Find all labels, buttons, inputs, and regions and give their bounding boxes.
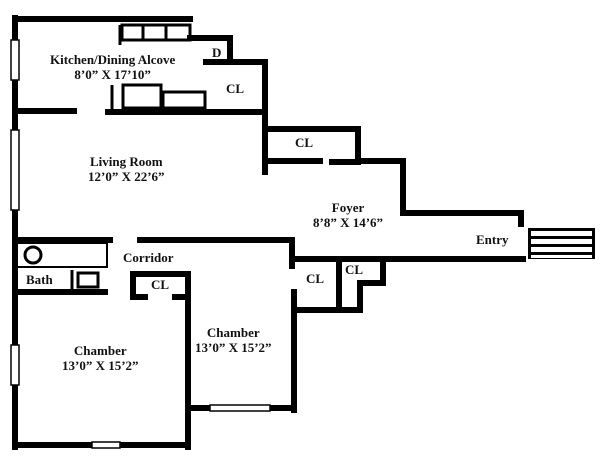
window	[10, 39, 20, 81]
label-bath: Bath	[26, 272, 53, 287]
wall-closets-entry	[289, 256, 386, 313]
wall-foyer	[355, 158, 524, 227]
wall-kitchen-right	[187, 35, 268, 175]
window	[10, 344, 20, 386]
label-closet: CL	[345, 262, 364, 277]
label-entry: Entry	[476, 232, 509, 247]
label-closet: CL	[295, 135, 314, 150]
label-dishwasher: D	[212, 45, 222, 60]
window	[10, 129, 20, 211]
kitchen-counter-top	[120, 23, 192, 42]
label-closet: CL	[151, 277, 170, 292]
label-closet: CL	[226, 81, 245, 96]
label-closet: CL	[306, 271, 325, 286]
toilet	[76, 271, 100, 289]
label-corridor: Corridor	[123, 250, 174, 265]
kitchen-stove	[121, 83, 163, 110]
window	[91, 441, 121, 449]
kitchen-sink	[161, 90, 207, 110]
wall-closet	[262, 126, 361, 165]
window	[209, 404, 271, 412]
wall-corridor-closet	[130, 271, 191, 300]
